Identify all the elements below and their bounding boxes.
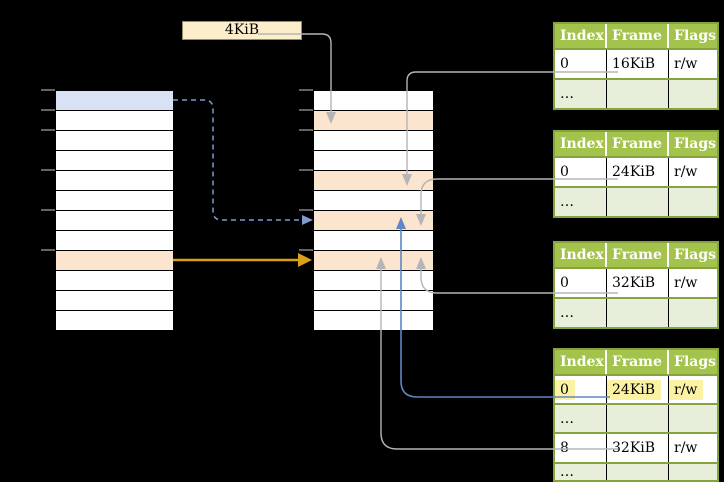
header-cell: Frame (607, 243, 669, 267)
table-cell (669, 464, 717, 480)
table-cell: r/w (674, 164, 698, 180)
table-cell (669, 188, 717, 216)
page-table-row: … (555, 186, 717, 216)
header-cell: Flags (674, 354, 716, 370)
memory-row-white (314, 291, 433, 311)
table-cell (669, 299, 717, 327)
header-cell: Index (555, 243, 607, 267)
table-cell (607, 188, 669, 216)
header-cell: Flags (674, 136, 716, 152)
page-table-row: … (555, 403, 717, 432)
table-cell: 32KiB (607, 434, 669, 462)
physical-memory-ticks (299, 89, 313, 251)
memory-row-white (56, 311, 173, 330)
table-cell: … (555, 405, 607, 432)
table-cell (669, 80, 717, 108)
physical-memory-column (313, 90, 434, 331)
page-table-row: … (555, 462, 717, 480)
memory-row-white (56, 151, 173, 171)
highlighted-value: 0 (555, 379, 575, 400)
memory-row-orange (56, 251, 173, 271)
highlighted-value: r/w (669, 379, 704, 400)
table-cell (607, 80, 669, 108)
memory-row-white (314, 231, 433, 251)
header-cell: Frame (607, 350, 669, 374)
arrow-orangepage-to-frame32 (173, 253, 312, 267)
table-cell: … (555, 464, 607, 480)
table-cell: 32KiB (607, 269, 669, 297)
table-cell: r/w (669, 376, 717, 403)
page-table-row: … (555, 297, 717, 327)
virtual-memory-ticks (41, 89, 55, 251)
table-cell (607, 299, 669, 327)
memory-row-orange (314, 251, 433, 271)
memory-row-white (314, 131, 433, 151)
memory-row-white (56, 191, 173, 211)
arrow-virtualpage-translation (173, 99, 313, 225)
table-cell: r/w (674, 56, 698, 72)
memory-row-orange (314, 111, 433, 131)
table-cell: 0 (555, 376, 607, 403)
memory-row-blue (56, 91, 173, 111)
table-cell: 0 (555, 158, 607, 186)
table-cell: 0 (555, 50, 607, 78)
memory-row-orange (314, 171, 433, 191)
memory-row-white (56, 131, 173, 151)
header-cell: Frame (607, 132, 669, 156)
table-cell: 8 (555, 434, 607, 462)
header-cell: Index (555, 24, 607, 48)
table-cell: r/w (674, 440, 698, 456)
memory-row-white (56, 231, 173, 251)
memory-row-white (56, 171, 173, 191)
highlighted-value: 24KiB (607, 379, 662, 400)
table-cell: … (555, 299, 607, 327)
memory-row-white (314, 151, 433, 171)
header-cell: Flags (674, 28, 716, 44)
memory-row-white (314, 271, 433, 291)
table-cell: … (555, 80, 607, 108)
header-cell: Frame (607, 24, 669, 48)
page-table-row: 0 24KiB r/w (555, 374, 717, 403)
table-cell: 24KiB (607, 158, 669, 186)
table-cell: 16KiB (607, 50, 669, 78)
page-table-row: … (555, 78, 717, 108)
table-cell: 24KiB (607, 376, 669, 403)
frame-size-label: 4KiB (182, 21, 302, 40)
header-cell: Index (555, 132, 607, 156)
header-cell: Flags (674, 247, 716, 263)
header-cell: Index (555, 350, 607, 374)
table-cell: … (555, 188, 607, 216)
memory-row-white (314, 91, 433, 111)
memory-row-white (56, 291, 173, 311)
memory-row-orange (314, 211, 433, 231)
table-cell (669, 405, 717, 432)
table-cell (607, 464, 669, 480)
table-cell: 0 (555, 269, 607, 297)
virtual-memory-column (55, 90, 174, 331)
memory-row-white (314, 191, 433, 211)
memory-row-white (56, 111, 173, 131)
table-cell: r/w (674, 275, 698, 291)
table-cell (607, 405, 669, 432)
memory-row-white (56, 211, 173, 231)
memory-row-white (314, 311, 433, 330)
memory-row-white (56, 271, 173, 291)
